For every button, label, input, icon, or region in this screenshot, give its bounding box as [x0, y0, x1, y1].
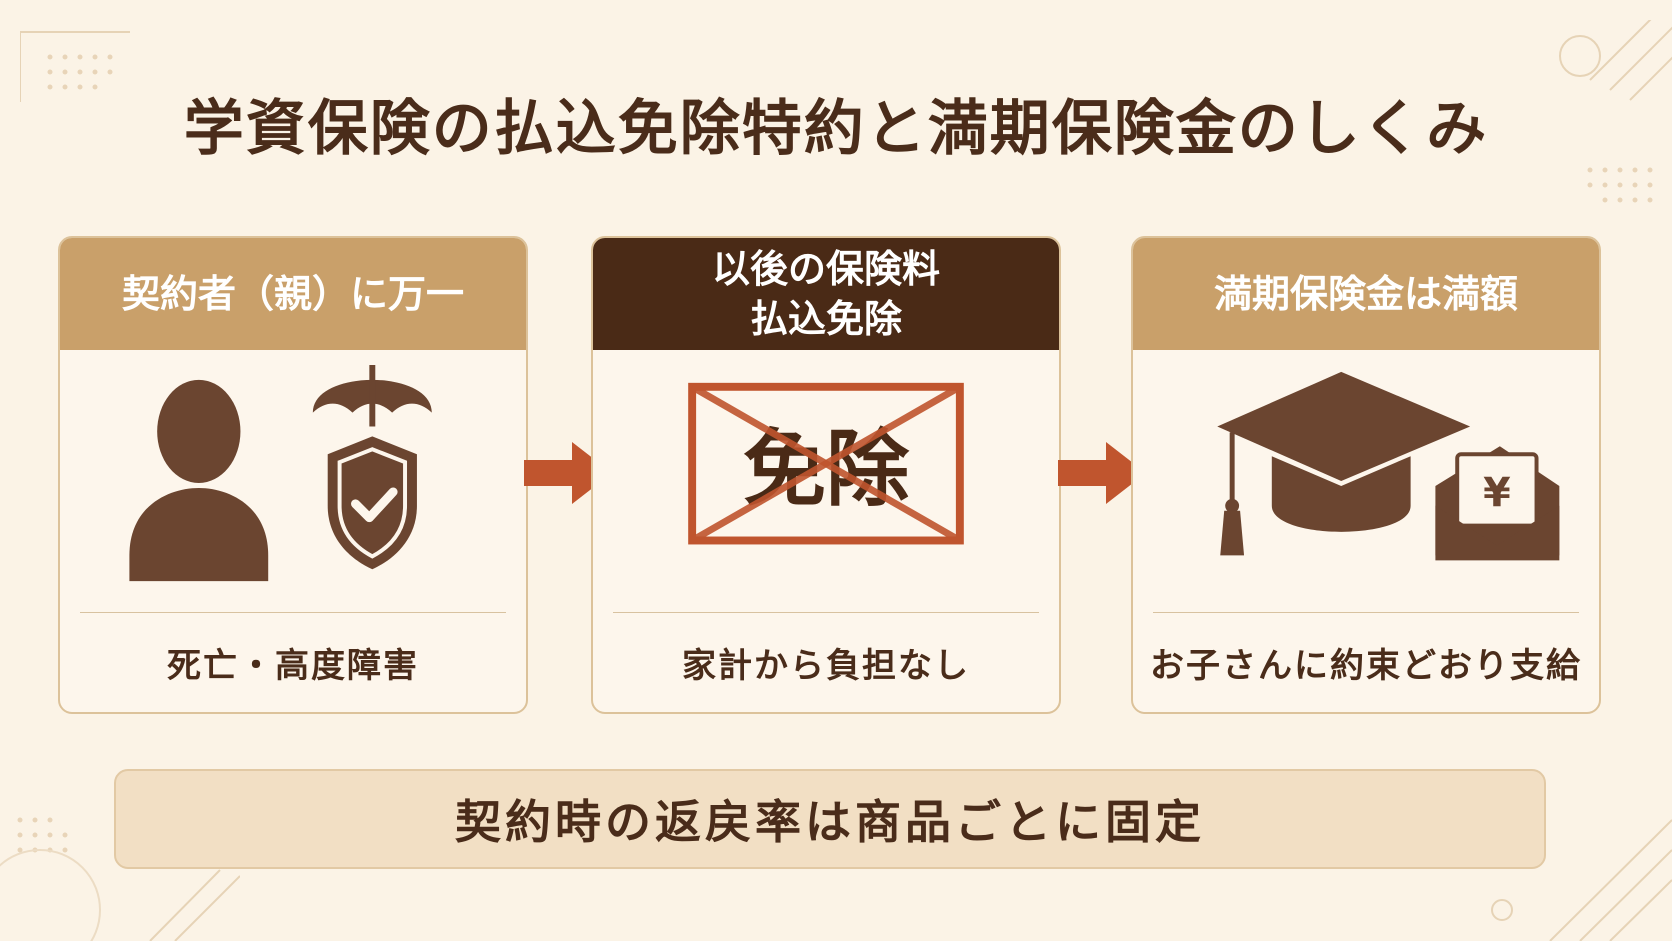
card-divider	[80, 612, 506, 613]
corner-deco-bottom-left	[0, 817, 240, 941]
umbrella-shield-check-icon	[312, 364, 432, 570]
arrow-right-icon	[1058, 442, 1146, 504]
card-premium-waiver: 以後の保険料 払込免除 免除 家計から負担なし	[591, 236, 1061, 714]
card-parent-emergency: 契約者（親）に万一 死亡・高度障害	[58, 236, 528, 714]
card-maturity-benefit: 満期保険金は満額 ¥ お子さんに約束どおり支給	[1131, 236, 1601, 714]
card-divider	[1153, 612, 1579, 613]
card-header-text: 契約者（親）に万一	[121, 272, 464, 316]
card-header-line1: 以後の保険料	[711, 247, 940, 291]
card-illustration	[129, 364, 432, 582]
bottom-note: 契約時の返戻率は商品ごとに固定	[114, 769, 1546, 869]
person-icon	[129, 379, 269, 582]
card-header: 契約者（親）に万一	[60, 238, 526, 350]
corner-deco-bottom-right	[1491, 819, 1672, 941]
corner-deco-top-right	[1559, 20, 1672, 203]
page-title: 学資保険の払込免除特約と満期保険金のしくみ	[183, 94, 1489, 164]
corner-dots-top-left	[20, 31, 130, 102]
card-header: 以後の保険料 払込免除	[593, 238, 1059, 350]
crossed-stamp-icon: 免除	[688, 382, 964, 545]
card-header-text: 満期保険金は満額	[1213, 272, 1518, 316]
card-footer: 家計から負担なし	[682, 645, 970, 686]
yen-envelope-icon: ¥	[1435, 446, 1560, 561]
stamp-text: 免除	[743, 421, 910, 518]
card-header: 満期保険金は満額	[1133, 238, 1599, 350]
graduation-cap-icon	[1217, 371, 1471, 556]
card-footer: 死亡・高度障害	[167, 645, 419, 686]
card-divider	[613, 612, 1039, 613]
card-header-line2: 払込免除	[749, 297, 902, 341]
arrow-right-icon	[524, 442, 612, 504]
svg-text:¥: ¥	[1483, 470, 1511, 516]
bottom-note-text: 契約時の返戻率は商品ごとに固定	[455, 795, 1205, 849]
card-illustration: ¥	[1217, 371, 1560, 561]
card-footer: お子さんに約束どおり支給	[1150, 645, 1582, 686]
